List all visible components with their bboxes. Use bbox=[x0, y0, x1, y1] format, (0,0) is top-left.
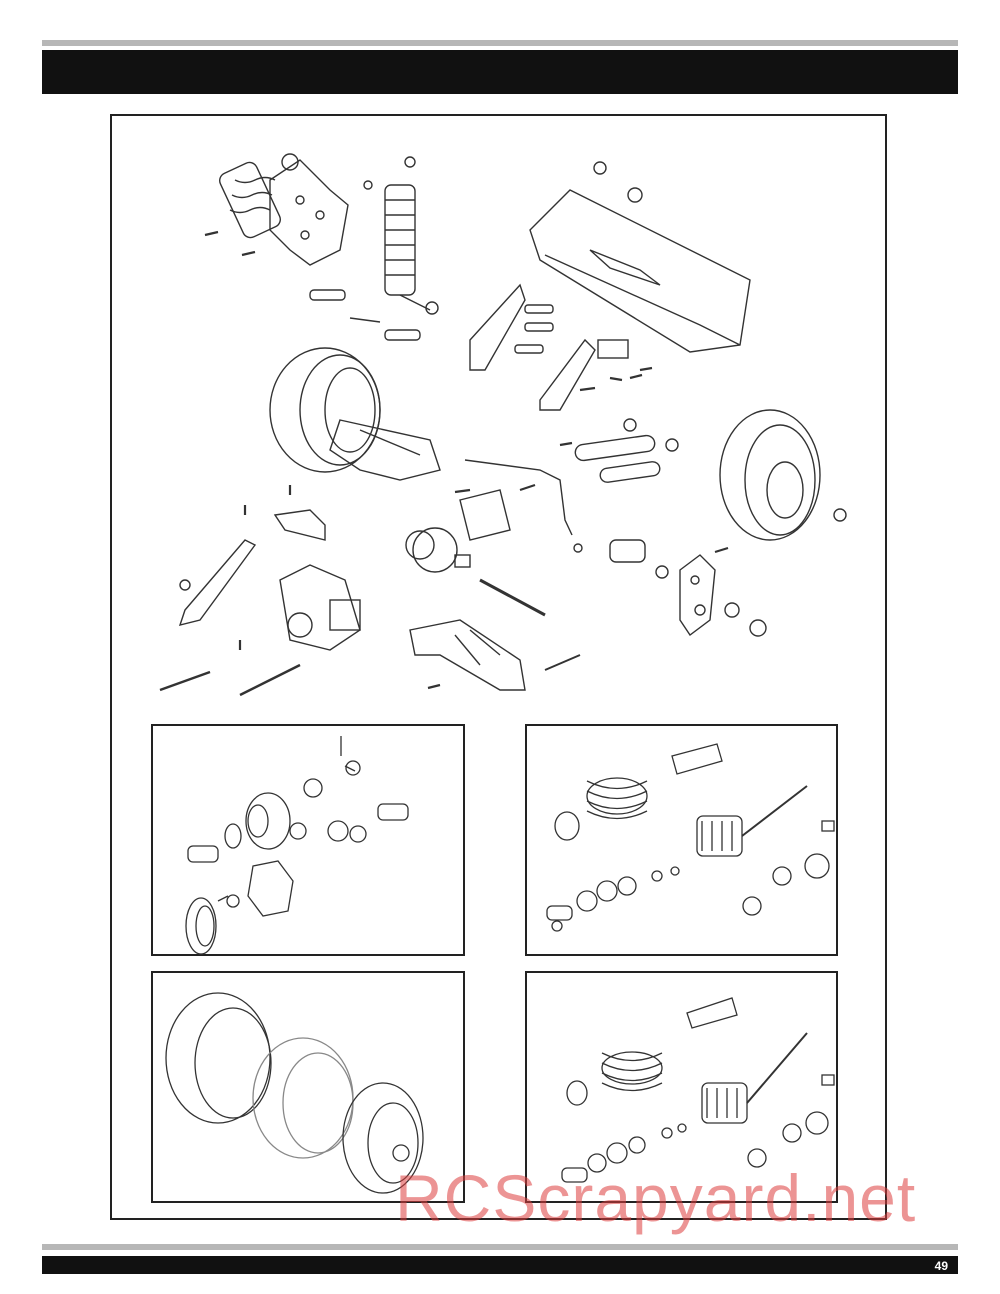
footer-black-bar bbox=[42, 1256, 958, 1274]
footer-gray-rule bbox=[42, 1244, 958, 1250]
inset-shock-absorber-1 bbox=[525, 724, 838, 956]
hub-carrier bbox=[609, 539, 767, 637]
diagram-frame bbox=[110, 114, 887, 1220]
inset-wheel-tire bbox=[151, 971, 465, 1203]
shock-illustration-1 bbox=[546, 743, 835, 932]
right-wheel bbox=[719, 409, 847, 541]
shock-absorber bbox=[363, 156, 439, 315]
wing-mount bbox=[469, 283, 629, 411]
drive-shaft bbox=[159, 578, 581, 697]
left-suspension-arm bbox=[329, 419, 441, 481]
turnbuckles bbox=[309, 289, 554, 354]
header-gray-rule bbox=[42, 40, 958, 46]
chassis-brace bbox=[178, 539, 257, 626]
lower-suspension-arm bbox=[409, 619, 526, 691]
left-wheel bbox=[269, 347, 381, 473]
rear-shock-tower bbox=[219, 153, 349, 266]
rear-wing bbox=[529, 161, 751, 353]
upper-link bbox=[574, 418, 679, 483]
anti-roll-bar bbox=[464, 459, 583, 553]
page-number: 49 bbox=[934, 1259, 948, 1273]
shock-illustration-2 bbox=[561, 997, 835, 1183]
gearbox bbox=[279, 527, 471, 651]
bulkhead bbox=[273, 489, 511, 541]
screws bbox=[204, 230, 729, 690]
inset-shock-absorber-2 bbox=[525, 971, 838, 1203]
differential-illustration bbox=[185, 736, 409, 955]
inset-differential bbox=[151, 724, 465, 956]
watermark-text: RCScrapyard.net bbox=[395, 1161, 917, 1235]
wheel-illustration bbox=[165, 992, 424, 1194]
header-black-bar bbox=[42, 50, 958, 94]
